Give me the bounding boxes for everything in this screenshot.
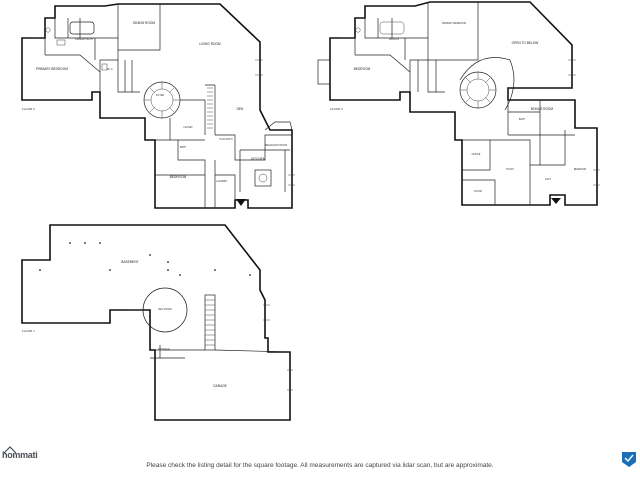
floor-bottom-outline bbox=[21, 224, 291, 421]
label-bath: BATH bbox=[180, 146, 186, 149]
label-basement: BASEMENT bbox=[121, 260, 139, 264]
label-laundry: LAUNDRY bbox=[216, 180, 228, 183]
label-office: OFFICE bbox=[472, 153, 481, 156]
label-bath-b: BATH bbox=[519, 118, 525, 121]
logo-text: hommati bbox=[2, 450, 38, 460]
floor-left-outline bbox=[21, 3, 293, 209]
label-half-bath: HALF BATH bbox=[220, 138, 233, 141]
label-storage: STORAGE bbox=[158, 348, 170, 351]
label-living-room: LIVING ROOM bbox=[199, 42, 221, 46]
label-primary-bedroom: PRIMARY BEDROOM bbox=[36, 67, 68, 71]
floor-right-outline bbox=[329, 1, 598, 206]
floor-plan-right: BEDROOM WALK-IN PRIMARY BEDROOM OPEN TO … bbox=[317, 1, 600, 206]
disclaimer-text: Please check the listing detail for the … bbox=[146, 462, 494, 469]
label-wic: W.I.C. bbox=[107, 68, 114, 71]
label-open-to-below: OPEN TO BELOW bbox=[512, 41, 539, 45]
label-kitchen: KITCHEN bbox=[251, 157, 266, 161]
certification-badge-icon bbox=[622, 452, 636, 467]
label-den: DEN bbox=[237, 107, 244, 111]
label-study: STUDY bbox=[506, 168, 515, 171]
label-dining-room: DINING ROOM bbox=[133, 21, 155, 25]
label-bedroom-b: BEDROOM bbox=[354, 67, 371, 71]
floor-plans: PRIMARY BEDROOM PRIMARY BATH DINING ROOM… bbox=[21, 1, 600, 421]
floor-plan-left: PRIMARY BEDROOM PRIMARY BATH DINING ROOM… bbox=[21, 3, 295, 209]
floor-bottom-label: FLOOR 1 bbox=[22, 329, 35, 333]
label-loft: LOFT bbox=[545, 178, 552, 181]
label-primary-bath: PRIMARY BATH bbox=[75, 38, 93, 41]
label-bedroom-a: BEDROOM bbox=[170, 175, 187, 179]
floor-plan-bottom: BASEMENT REC ROOM STORAGE GARAGE FLOOR 1 bbox=[21, 224, 293, 421]
label-walk-in: WALK-IN bbox=[389, 38, 399, 41]
label-rec-room: REC ROOM bbox=[158, 308, 171, 311]
label-garage: GARAGE bbox=[213, 384, 227, 388]
label-bonus-room: BONUS ROOM bbox=[531, 107, 553, 111]
label-bedroom-c: BEDROOM bbox=[574, 168, 586, 171]
hommati-logo-icon bbox=[3, 446, 17, 454]
label-foyer: FOYER bbox=[156, 94, 165, 97]
floor-left-label: FLOOR 2 bbox=[22, 107, 35, 111]
label-room: ROOM bbox=[474, 190, 481, 193]
label-breakfast-room: BREAKFAST ROOM bbox=[265, 144, 287, 147]
label-closet: CLOSET bbox=[183, 126, 193, 129]
label-primary-bedroom-b: PRIMARY BEDROOM bbox=[442, 22, 466, 25]
floor-right-label: FLOOR 3 bbox=[330, 107, 343, 111]
